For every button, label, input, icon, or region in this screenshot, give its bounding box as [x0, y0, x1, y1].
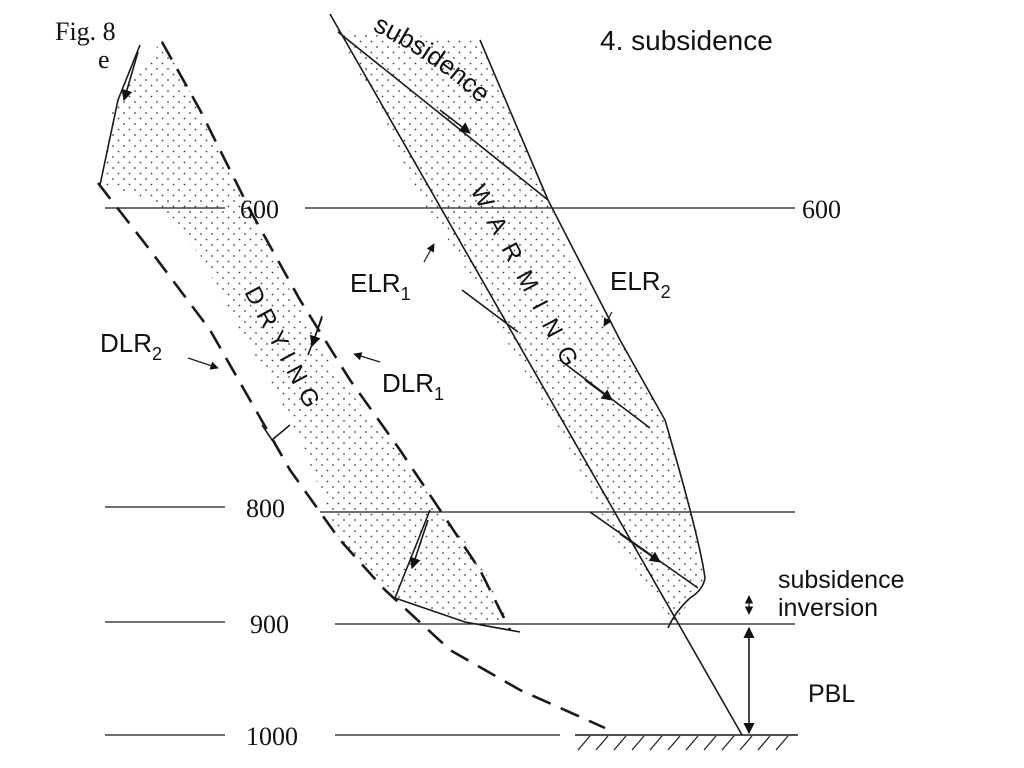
- level-label-800: 800: [246, 494, 285, 523]
- fig-label: Fig. 8: [55, 17, 116, 46]
- dlr1-label: DLR1: [382, 368, 444, 404]
- dlr2-line: [96, 182, 606, 730]
- drying-bottom-path: [393, 509, 521, 633]
- drying-region: [105, 40, 510, 625]
- elr2-pointer: [603, 311, 613, 327]
- level-label-600-right: 600: [802, 195, 841, 224]
- subsidence-arrow-2-head: [584, 379, 613, 401]
- drying-bottom-arrow: [409, 519, 429, 570]
- slide-title: 4. subsidence: [600, 25, 773, 56]
- subsidence-inversion-line1: subsidence: [778, 566, 904, 594]
- dlr1-line: [160, 41, 512, 631]
- subsidence-arrow-top-head: [439, 109, 471, 134]
- subsidence-arrow-1: [461, 289, 519, 333]
- warming-top-edge: [337, 31, 549, 201]
- level-label-1000: 1000: [246, 722, 298, 751]
- elr1-line: [329, 13, 743, 736]
- pbl-label: PBL: [808, 680, 855, 708]
- drying-top-arrow: [121, 51, 139, 102]
- dlr2-pointer: [187, 357, 219, 370]
- subsidence-inversion-line2: inversion: [778, 594, 878, 622]
- dlr1-pointer: [353, 352, 381, 363]
- elr2-line: [479, 39, 706, 629]
- dlr2-label: DLR2: [100, 328, 162, 364]
- elr1-pointer: [423, 243, 435, 263]
- drying-mid-arrow: [309, 315, 323, 348]
- level-label-600: 600: [240, 195, 279, 224]
- drying-lower-tick: [261, 424, 291, 442]
- ground-hatching: [577, 735, 789, 751]
- level-label-900: 900: [250, 610, 289, 639]
- elr1-label: ELR1: [350, 268, 411, 304]
- panel-letter: e: [98, 45, 110, 74]
- subsidence-arrow-3-head: [619, 533, 661, 563]
- drying-top-path: [99, 44, 141, 186]
- warming-region: [335, 30, 705, 625]
- elr2-label: ELR2: [610, 266, 671, 302]
